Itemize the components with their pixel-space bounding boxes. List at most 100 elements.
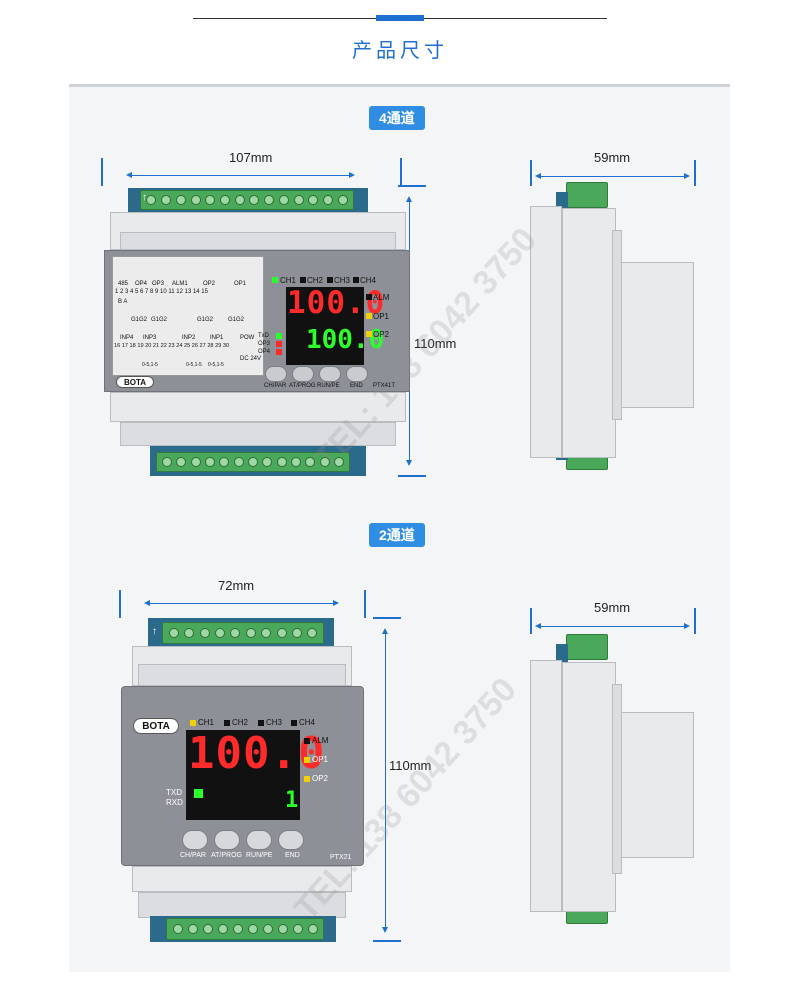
- width-dimension-label: 107mm: [229, 150, 273, 165]
- terminal-screw: [199, 628, 210, 638]
- terminal-screw: [233, 457, 244, 467]
- arrow-down-icon: [382, 927, 388, 933]
- terminal-screw: [290, 457, 301, 467]
- dim-tick: [694, 608, 696, 634]
- ch4-label: CH4: [360, 276, 377, 285]
- arrow-up-marker-icon: ↑: [142, 192, 147, 203]
- bota-logo: BOTA: [133, 718, 179, 734]
- terminal-screw: [219, 195, 230, 205]
- run-pe-label: RUN/PE: [246, 852, 273, 859]
- height-dimension-label: 110mm: [389, 758, 432, 773]
- ch-par-button[interactable]: [182, 830, 208, 850]
- label-inp3: INP3: [143, 335, 157, 341]
- terminal-screw: [307, 924, 318, 934]
- display-screen: [186, 730, 300, 820]
- terminal-screw: [247, 924, 258, 934]
- dim-tick: [101, 158, 103, 186]
- display-red-value: 100.0: [188, 728, 326, 779]
- label-range: 0-5,1-5: [186, 362, 202, 368]
- run-pe-label: RUN/PE: [317, 383, 340, 389]
- dim-tick: [694, 160, 696, 186]
- dim-tick: [398, 185, 426, 187]
- terminal-screw: [262, 457, 273, 467]
- ch4-led: [353, 277, 359, 283]
- end-button[interactable]: [346, 366, 368, 382]
- terminal-screw: [248, 457, 258, 467]
- at-prog-button[interactable]: [214, 830, 240, 850]
- at-prog-button[interactable]: [292, 366, 314, 382]
- ch1-label: CH1: [198, 718, 215, 727]
- txd-led: [276, 333, 282, 339]
- bottom-terminal-block: [166, 918, 324, 940]
- terminal-screw: [214, 628, 225, 638]
- terminal-screw: [184, 628, 195, 638]
- top-terminal-block: [140, 190, 354, 210]
- arrow-down-icon: [406, 460, 412, 466]
- ch2-led: [300, 277, 306, 283]
- terminal-screw: [202, 924, 213, 934]
- label-g1g2: G1G2: [131, 317, 148, 323]
- terminal-screw: [264, 195, 275, 205]
- ch3-led: [327, 277, 333, 283]
- terminal-screw: [305, 457, 316, 467]
- ch-par-label: CH/PAR: [264, 383, 287, 389]
- terminal-screw: [162, 457, 173, 467]
- dim-tick: [400, 158, 402, 186]
- label-range: 0-5,1-5: [208, 362, 224, 368]
- ch2-label: CH2: [232, 718, 249, 727]
- label-op1: OP1: [234, 281, 247, 287]
- label-pow: POW: [240, 335, 255, 341]
- ch-par-button[interactable]: [265, 366, 287, 382]
- ch3-label: CH3: [334, 276, 351, 285]
- display-green-value: 1: [285, 788, 299, 813]
- terminal-screw: [276, 457, 287, 467]
- arrow-right-icon: [684, 623, 690, 629]
- end-label: END: [285, 852, 300, 859]
- terminal-screw: [337, 195, 348, 205]
- terminal-screw: [230, 628, 241, 638]
- section-badge-4ch: 4通道: [369, 106, 425, 130]
- alm-led: [304, 738, 310, 744]
- side-width-label: 59mm: [594, 600, 631, 615]
- op2-led: [304, 776, 310, 782]
- terminal-screw: [190, 195, 201, 205]
- terminal-screw: [245, 628, 256, 638]
- end-button[interactable]: [278, 830, 304, 850]
- ch4-label: CH4: [299, 718, 316, 727]
- label-op4: OP4: [135, 281, 148, 287]
- terminal-screw: [190, 457, 201, 467]
- top-terminal-numbers: 1 2 3 4 5 6 7 8 9 10 11 12 13 14 15: [115, 289, 208, 295]
- dim-tick: [530, 608, 532, 634]
- label-g1g2: G1G2: [151, 317, 168, 323]
- header-accent-bar: [376, 15, 424, 21]
- terminal-screw: [175, 195, 186, 205]
- ch-par-label: CH/PAR: [180, 852, 206, 859]
- page-title: 产品尺寸: [352, 40, 448, 62]
- display-screen: [286, 287, 364, 365]
- op4-led: [276, 349, 282, 355]
- terminal-screw: [219, 457, 230, 467]
- terminal-screw: [278, 195, 289, 205]
- ch1-label: CH1: [280, 276, 297, 285]
- display-green-value: 100.0: [306, 325, 385, 355]
- label-inp4: INP4: [120, 335, 134, 341]
- dim-tick: [364, 590, 366, 618]
- arrow-left-icon: [144, 600, 150, 606]
- terminal-screw: [161, 195, 172, 205]
- ch4-led: [291, 720, 297, 726]
- ch1-led: [272, 277, 278, 283]
- op1-label: OP1: [312, 755, 329, 764]
- label-inp1: INP1: [210, 335, 224, 341]
- side-width-line: [537, 176, 687, 177]
- label-g1g2: G1G2: [228, 317, 245, 323]
- run-pe-button[interactable]: [246, 830, 272, 850]
- txd-label: TXD: [166, 788, 182, 797]
- run-pe-button[interactable]: [319, 366, 341, 382]
- terminal-screw: [176, 457, 187, 467]
- terminal-screw: [319, 457, 330, 467]
- ch2-label: CH2: [307, 276, 324, 285]
- terminal-screw: [307, 628, 318, 638]
- op1-led: [304, 757, 310, 763]
- label-op3: OP3: [152, 281, 165, 287]
- op3-label: OP3: [258, 341, 271, 347]
